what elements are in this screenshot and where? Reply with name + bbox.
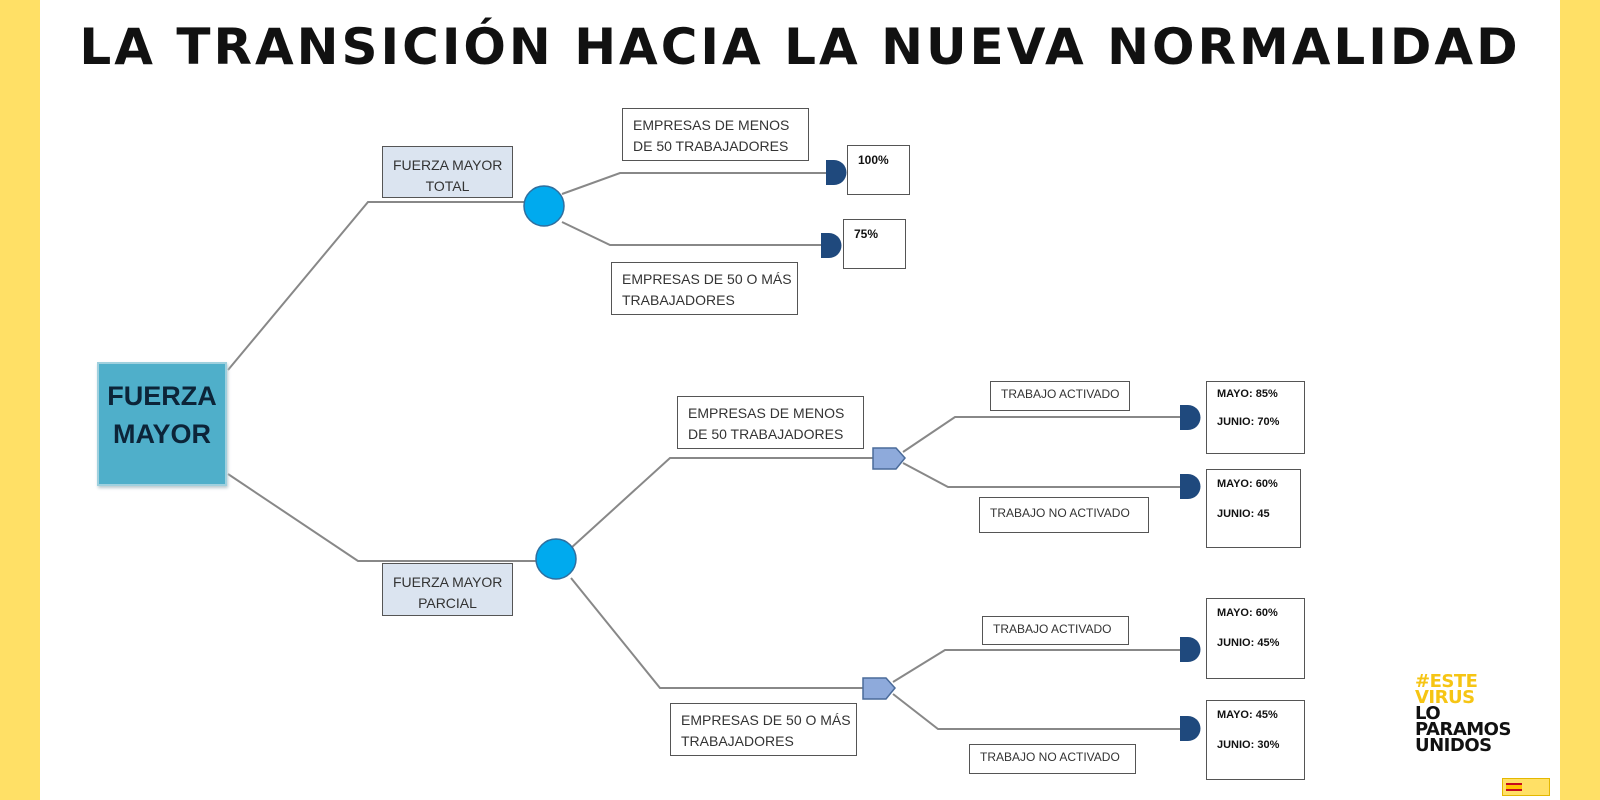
label-fuerza-mayor-total: FUERZA MAYOR TOTAL [382, 146, 513, 198]
edge-large-active [892, 649, 1180, 683]
logo-line: #ESTE [1415, 671, 1478, 692]
label-line: EMPRESAS DE MENOS [633, 117, 790, 133]
result-june: JUNIO: 70% [1217, 416, 1280, 428]
label-line: DE 50 TRABAJADORES [688, 426, 844, 442]
result-june: JUNIO: 45 [1217, 508, 1270, 520]
result-may: MAYO: 85% [1217, 388, 1278, 400]
result-june: JUNIO: 30% [1217, 739, 1280, 751]
label-total-small-companies: EMPRESAS DE MENOS DE 50 TRABAJADORES [622, 108, 809, 161]
campaign-logo: #ESTE VIRUS LO PARAMOS UNIDOS [1415, 671, 1565, 756]
result-large-work-not-activated: MAYO: 45% JUNIO: 30% [1206, 700, 1305, 780]
end-node-small-inactive [1180, 474, 1201, 499]
label-total-large-companies: EMPRESAS DE 50 O MÁS TRABAJADORES [611, 262, 798, 315]
root-label-line2: MAYOR [112, 419, 212, 449]
result-value: 75% [854, 227, 879, 241]
logo-line: UNIDOS [1415, 735, 1492, 756]
label-line: EMPRESAS DE 50 O MÁS [622, 271, 792, 287]
label-line: TOTAL [425, 178, 470, 194]
result-may: MAYO: 60% [1217, 607, 1278, 619]
edge-large-inactive [892, 693, 1180, 730]
decision-node-small [872, 447, 906, 470]
result-small-work-not-activated: MAYO: 60% JUNIO: 45 [1206, 469, 1301, 548]
label-line: DE 50 TRABAJADORES [633, 138, 789, 154]
label-line: TRABAJADORES [681, 733, 794, 749]
edge-small-inactive [902, 462, 1180, 488]
edge-partial-large [570, 577, 863, 689]
root-label-line1: FUERZA [107, 381, 217, 411]
label-line: EMPRESAS DE 50 O MÁS [681, 712, 851, 728]
label-small-work-not-activated: TRABAJO NO ACTIVADO [979, 497, 1149, 533]
label-partial-large-companies: EMPRESAS DE 50 O MÁS TRABAJADORES [670, 703, 857, 756]
root-node-fuerza-mayor: FUERZA MAYOR [97, 362, 227, 486]
chance-node-partial [535, 538, 577, 580]
result-small-work-activated: MAYO: 85% JUNIO: 70% [1206, 381, 1305, 454]
chance-node-total [523, 185, 565, 227]
logo-line: VIRUS [1415, 687, 1475, 708]
label-line: PARCIAL [418, 595, 477, 611]
result-total-small: 100% [847, 145, 910, 195]
logo-line: LO [1415, 703, 1441, 724]
label-fuerza-mayor-parcial: FUERZA MAYOR PARCIAL [382, 563, 513, 616]
page-title: LA TRANSICIÓN HACIA LA NUEVA NORMALIDAD [79, 18, 1521, 76]
result-may: MAYO: 60% [1217, 478, 1278, 490]
edge-partial-small [570, 457, 873, 549]
result-june: JUNIO: 45% [1217, 637, 1280, 649]
label-line: FUERZA MAYOR [393, 574, 503, 590]
end-node-total-small [826, 160, 847, 185]
result-total-large: 75% [843, 219, 906, 269]
result-may: MAYO: 45% [1217, 709, 1278, 721]
result-value: 100% [858, 153, 889, 167]
result-large-work-activated: MAYO: 60% JUNIO: 45% [1206, 598, 1305, 679]
label-line: EMPRESAS DE MENOS [688, 405, 845, 421]
end-node-total-large [821, 233, 842, 258]
label-small-work-activated: TRABAJO ACTIVADO [990, 381, 1130, 411]
edge-root-total [227, 201, 527, 371]
label-large-work-not-activated: TRABAJO NO ACTIVADO [969, 744, 1136, 774]
end-node-large-inactive [1180, 716, 1201, 741]
government-flag-icon [1502, 778, 1550, 796]
edge-total-large [561, 221, 821, 246]
end-node-small-active [1180, 405, 1201, 430]
edge-total-small [561, 172, 826, 195]
end-node-large-active [1180, 637, 1201, 662]
label-partial-small-companies: EMPRESAS DE MENOS DE 50 TRABAJADORES [677, 396, 864, 449]
label-line: TRABAJADORES [622, 292, 735, 308]
logo-line: PARAMOS [1415, 719, 1511, 740]
label-large-work-activated: TRABAJO ACTIVADO [982, 616, 1129, 645]
label-line: FUERZA MAYOR [393, 157, 503, 173]
edge-small-active [902, 416, 1180, 453]
edge-root-partial [227, 473, 540, 562]
decision-node-large [862, 677, 896, 700]
